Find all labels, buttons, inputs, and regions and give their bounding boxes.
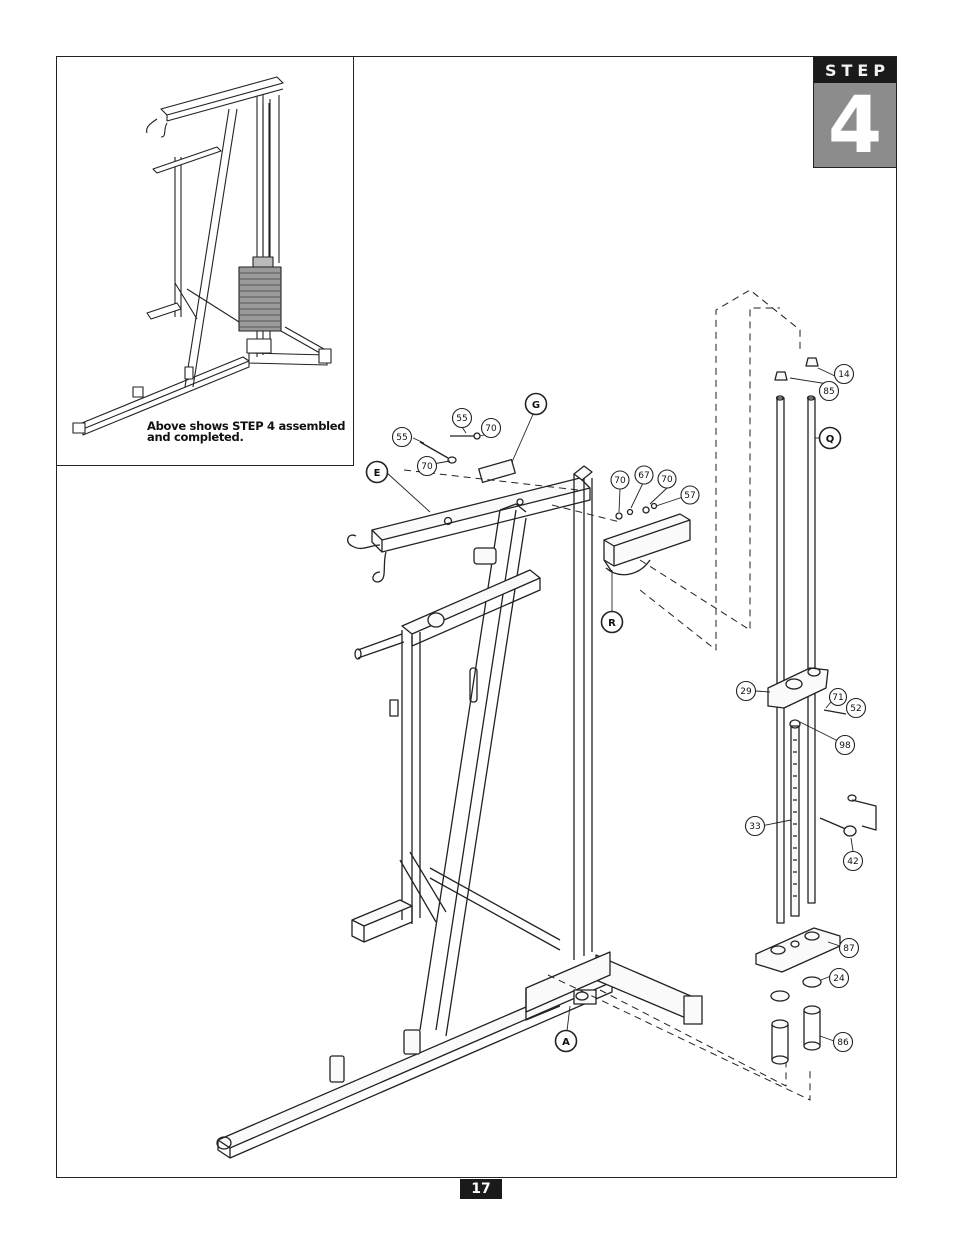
callout-42: 42 — [847, 857, 858, 867]
rubber-bumpers-86 — [771, 1005, 821, 1065]
inset-caption-line-2: and completed. — [147, 430, 244, 444]
step-word: STEP — [814, 57, 896, 83]
part-label-r: R — [608, 618, 616, 629]
plate-g — [478, 458, 516, 484]
lower-brace — [399, 851, 561, 951]
callout-52: 52 — [850, 704, 861, 714]
part-label-a: A — [562, 1037, 570, 1048]
callout-85: 85 — [823, 387, 834, 397]
callout-86: 86 — [837, 1038, 849, 1048]
base-rail — [216, 974, 613, 1159]
callout-29: 29 — [740, 687, 752, 697]
page-frame — [56, 56, 897, 1178]
part-label-g: G — [532, 400, 540, 411]
weight-plate-87 — [755, 927, 841, 973]
step-number: 4 — [814, 83, 896, 167]
middle-bar — [354, 547, 541, 660]
completed-assembly-inset: Above shows STEP 4 assembled and complet… — [56, 56, 354, 466]
inset-caption: Above shows STEP 4 assembled and complet… — [147, 419, 347, 444]
callout-87: 87 — [843, 944, 854, 954]
left-foot — [351, 899, 413, 943]
selector-pin-42 — [819, 794, 877, 837]
callout-71: 71 — [832, 693, 843, 703]
completed-assembly-drawing — [72, 76, 332, 436]
bracket-r — [603, 513, 691, 576]
selector-rod-33 — [789, 719, 801, 917]
callout-55b: 55 — [456, 414, 467, 424]
guide-rods-q — [775, 395, 816, 924]
callout-70a: 70 — [485, 424, 497, 434]
callout-70b: 70 — [421, 462, 433, 472]
bolt-55 — [419, 435, 474, 459]
callout-70d: 70 — [661, 475, 673, 485]
step-badge: STEP 4 — [813, 56, 897, 168]
part-label-q: Q — [826, 434, 835, 445]
left-vertical — [389, 630, 421, 924]
upright-column — [573, 465, 593, 960]
part-label-e: E — [374, 468, 381, 479]
callout-57: 57 — [684, 491, 695, 501]
callout-67: 67 — [638, 471, 649, 481]
inset-caption-line-1: Above shows STEP 4 assembled — [147, 419, 346, 433]
callout-24: 24 — [833, 974, 845, 984]
page-number: 17 — [460, 1179, 502, 1199]
diagonal-post — [419, 503, 527, 1037]
crossbar-e — [347, 477, 591, 583]
callout-33: 33 — [749, 822, 760, 832]
callout-70c: 70 — [614, 476, 626, 486]
top-plate-29 — [767, 667, 829, 709]
callout-98: 98 — [839, 741, 851, 751]
callout-14: 14 — [838, 370, 850, 380]
callout-55a: 55 — [396, 433, 407, 443]
base-bracket-a — [525, 951, 611, 1021]
